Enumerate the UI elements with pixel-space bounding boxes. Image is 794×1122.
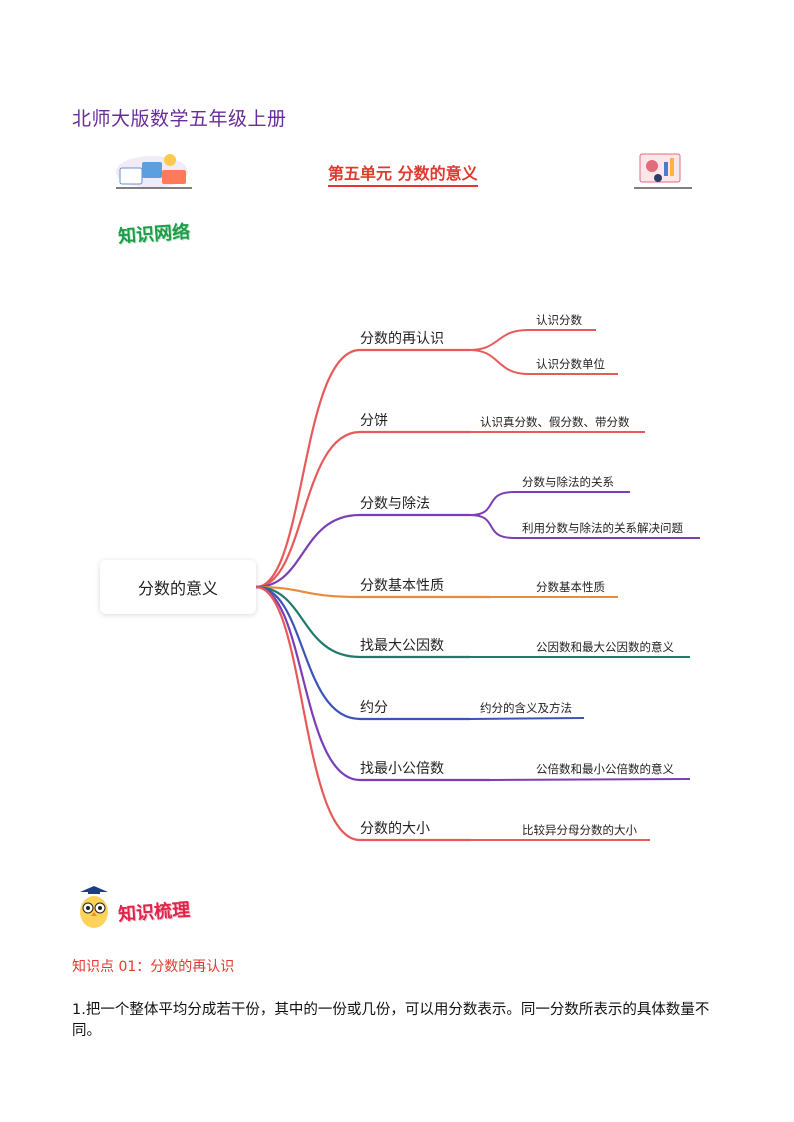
leaf-connector	[469, 491, 630, 516]
branch-connector	[255, 430, 470, 589]
mindmap-leaf-label: 约分的含义及方法	[480, 701, 572, 715]
mindmap-branch-label: 分饼	[360, 413, 388, 429]
mindmap-leaf-label: 分数基本性质	[536, 580, 605, 594]
mindmap-leaf-label: 公因数和最大公因数的意义	[536, 640, 674, 654]
mindmap-leaf-label: 利用分数与除法的关系解决问题	[522, 521, 683, 535]
branch-connector	[255, 513, 470, 589]
mindmap-leaf-label: 认识分数	[536, 313, 582, 327]
leaf-connector	[469, 349, 618, 375]
mindmap-leaf-label: 分数与除法的关系	[522, 475, 614, 489]
leaf-connector	[489, 778, 691, 781]
mindmap-branch-label: 分数基本性质	[360, 578, 444, 594]
section-title-summary: 知识梳理	[117, 899, 191, 926]
mindmap-branch-label: 找最小公倍数	[360, 761, 444, 777]
mindmap-leaf-label: 认识分数单位	[536, 357, 605, 371]
branch-connector	[255, 585, 470, 721]
branch-connector	[255, 585, 470, 659]
branch-connector	[255, 348, 470, 589]
branch-connector	[255, 585, 490, 599]
mindmap-branch-label: 分数的再认识	[360, 331, 444, 347]
mindmap-branch-label: 找最大公因数	[360, 638, 444, 654]
leaf-connector	[469, 514, 700, 539]
mindmap-branch-label: 约分	[360, 700, 388, 716]
leaf-connector	[469, 717, 585, 720]
study-illustration-icon	[116, 154, 192, 189]
knowledge-paragraph: 1.把一个整体平均分成若干份，其中的一份或几份，可以用分数表示。同一分数所表示的…	[72, 1002, 710, 1039]
branch-connector	[255, 585, 470, 842]
mindmap-leaf-label: 比较异分母分数的大小	[522, 823, 637, 837]
unit-title: 第五单元 分数的意义	[328, 160, 478, 187]
mindmap-branch-label: 分数与除法	[360, 496, 430, 512]
presentation-illustration-icon	[634, 153, 692, 189]
owl-mascot-icon	[80, 886, 108, 928]
book-title: 北师大版数学五年级上册	[72, 108, 287, 130]
knowledge-point-heading: 知识点 01：分数的再认识	[72, 959, 235, 975]
mindmap-branch-label: 分数的大小	[360, 821, 430, 837]
mindmap-leaf-label: 认识真分数、假分数、带分数	[480, 415, 630, 429]
leaf-connector	[469, 329, 596, 351]
mindmap-leaf-label: 公倍数和最小公倍数的意义	[536, 762, 674, 776]
branch-connector	[255, 585, 490, 782]
mindmap-root: 分数的意义	[100, 560, 256, 614]
